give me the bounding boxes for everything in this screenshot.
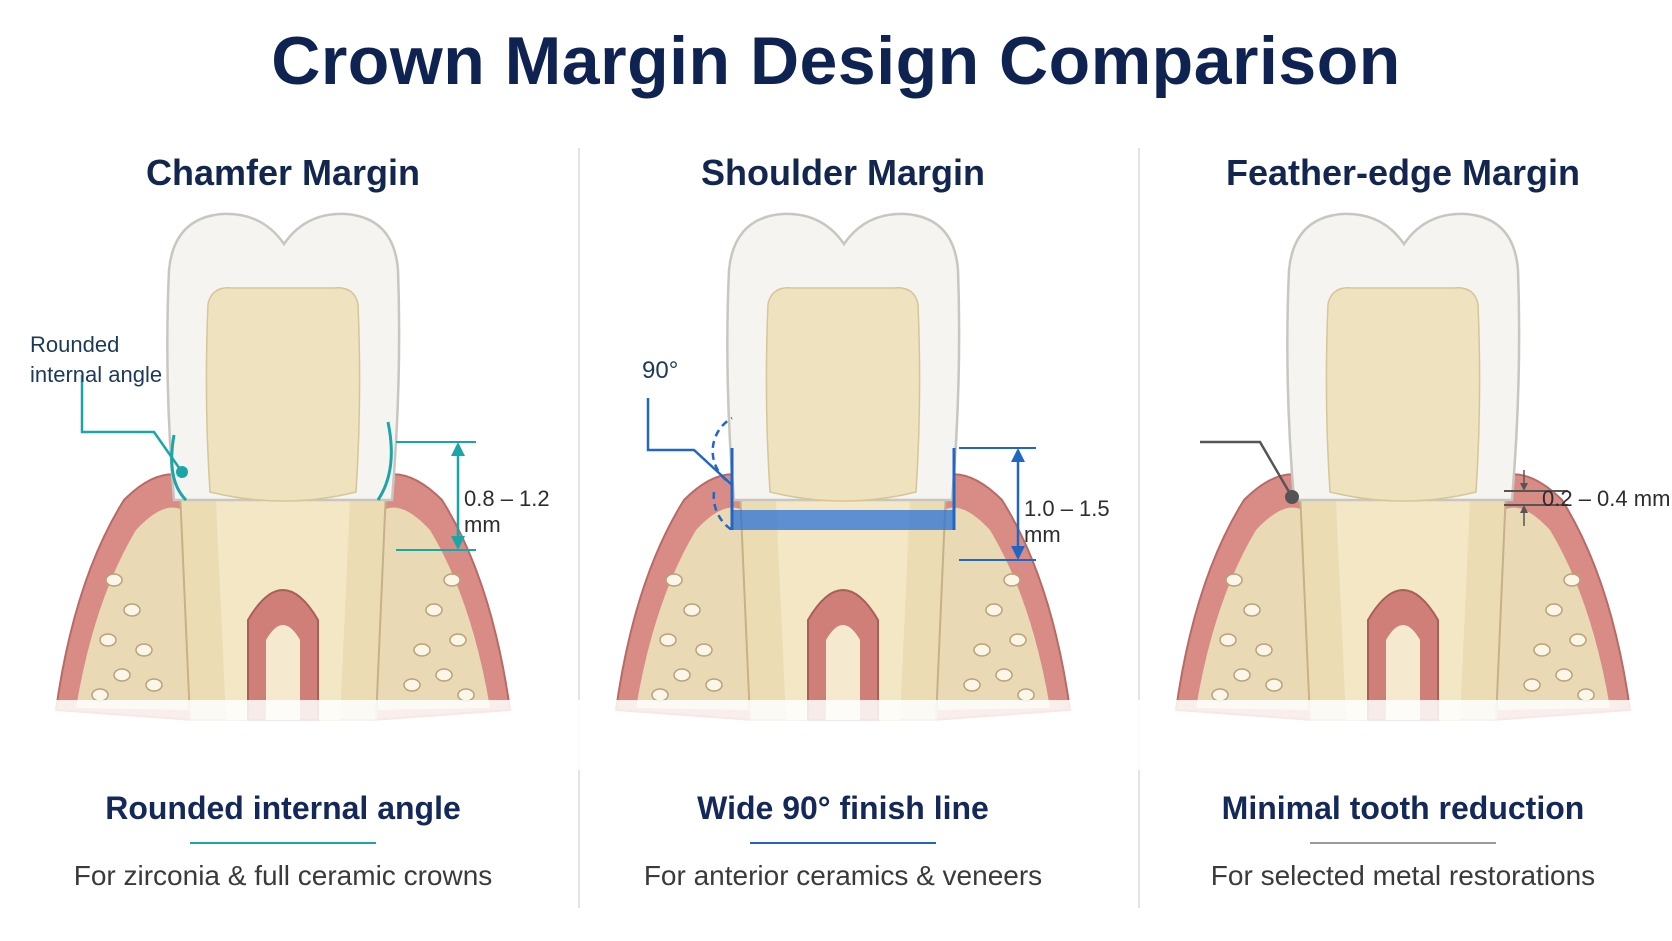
summary-description: For selected metal restorations bbox=[1210, 860, 1596, 891]
summary-description: For zirconia & full ceramic crowns bbox=[73, 860, 493, 891]
summary-description: For anterior ceramics & veneers bbox=[643, 860, 1043, 891]
divider-left bbox=[578, 148, 580, 908]
tooth-shoulder-illustration bbox=[564, 212, 1122, 770]
tooth-chamfer-illustration bbox=[4, 212, 562, 770]
panel-feather-edge: Feather-edge Margin 0.2 – 0.4 mm Minimal… bbox=[1124, 0, 1672, 941]
summary-underline bbox=[750, 842, 936, 844]
dimension-label: 0.8 – 1.2 mm bbox=[464, 486, 550, 537]
panel-title: Chamfer Margin bbox=[145, 152, 421, 193]
panel-shoulder: Shoulder Margin 90° 1.0 – 1.5 mm Wide 90… bbox=[564, 0, 1122, 941]
annotation-line-1: Rounded bbox=[30, 332, 120, 357]
dimension-label: 1.0 – 1.5 mm bbox=[1024, 496, 1110, 547]
summary-underline bbox=[1310, 842, 1496, 844]
chamfer-line bbox=[170, 434, 188, 502]
tooth-cross-section-icon bbox=[564, 212, 1122, 770]
annotation-line-1: 90° bbox=[642, 357, 679, 384]
page-title: Crown Margin Design Comparison bbox=[271, 23, 1401, 99]
summary-title: Wide 90° finish line bbox=[697, 790, 989, 826]
annotation-rounded: Rounded internal angle bbox=[30, 330, 162, 390]
summary-underline bbox=[190, 842, 376, 844]
panel-title: Feather-edge Margin bbox=[1225, 152, 1581, 193]
tooth-feather-edge-illustration bbox=[1124, 212, 1672, 770]
annotation-90deg: 90° bbox=[642, 356, 678, 386]
panel-chamfer: Chamfer Margin Rounded internal angle 0.… bbox=[4, 0, 562, 941]
summary-title: Rounded internal angle bbox=[105, 790, 461, 826]
summary-title: Minimal tooth reduction bbox=[1221, 790, 1585, 826]
dimension-label: 0.2 – 0.4 mm bbox=[1542, 486, 1671, 511]
feather-edge-point bbox=[1285, 490, 1299, 504]
tooth-cross-section-icon bbox=[4, 212, 562, 770]
shoulder-band bbox=[732, 510, 954, 530]
divider-right bbox=[1138, 148, 1140, 908]
annotation-line-2: internal angle bbox=[30, 362, 163, 387]
panel-title: Shoulder Margin bbox=[700, 152, 985, 193]
tooth-cross-section-icon bbox=[1124, 212, 1672, 770]
